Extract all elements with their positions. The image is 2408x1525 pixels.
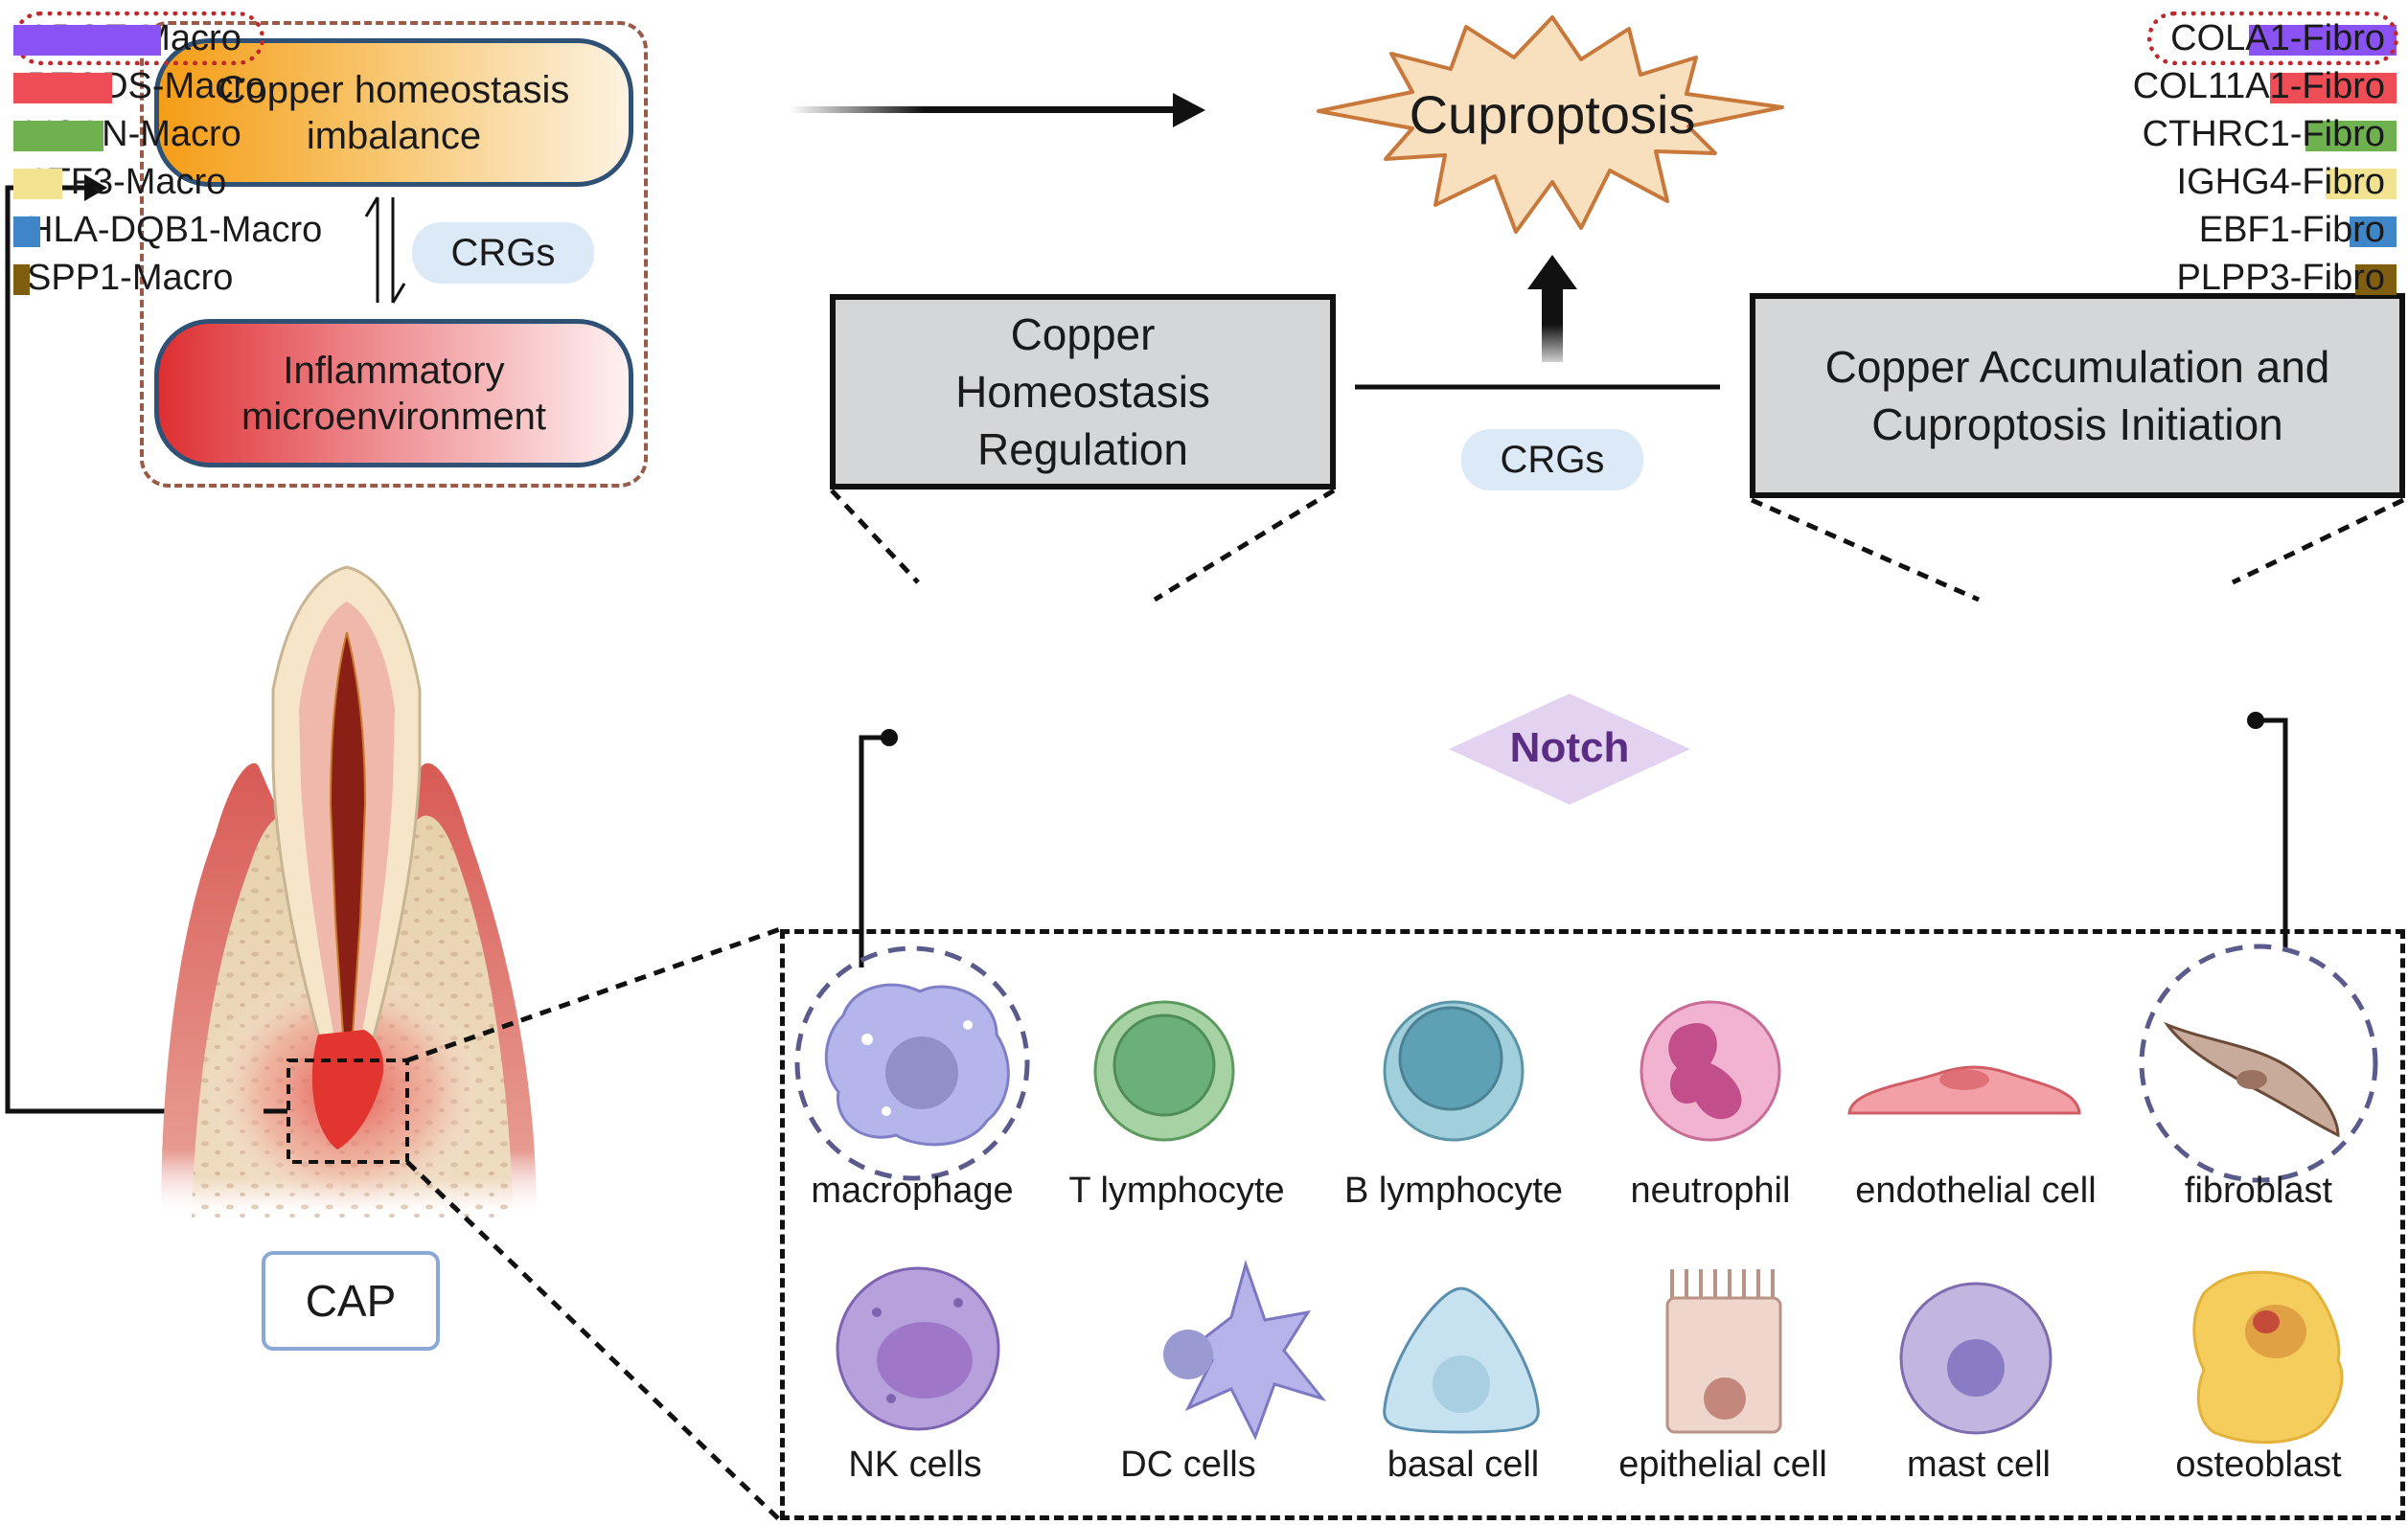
t-lymphocyte-icon — [1093, 1000, 1235, 1142]
inflammatory-label: Inflammatory microenvironment — [241, 349, 546, 438]
row1-cell-label: macrophage — [811, 1171, 1014, 1211]
row2-cell-label: DC cells — [1120, 1445, 1256, 1485]
endothelial-cell-icon — [1847, 1065, 2081, 1115]
macro-gene-bar — [2305, 121, 2397, 151]
crgs-tag-center: CRGs — [1461, 429, 1643, 490]
fibro-gene-label: COLA1-Fibro — [2170, 18, 2385, 58]
nk-cells-icon — [836, 1266, 1000, 1431]
macro-gene-label: SPP1-Macro — [27, 258, 234, 298]
fibro-gene-label: IGHG4-Fibro — [2176, 162, 2385, 202]
macro-gene-bar — [2270, 73, 2397, 103]
mast-cell-icon — [1899, 1282, 2053, 1435]
row2-cell-label: epithelial cell — [1618, 1445, 1827, 1485]
basal-cell-icon — [1383, 1286, 1540, 1434]
imbalance-group-frame — [140, 21, 648, 488]
crgs-tag-left: CRGs — [412, 222, 594, 284]
row2-cell-label: NK cells — [848, 1445, 982, 1485]
accumulation-initiation-label: Copper Accumulation and Cuproptosis Init… — [1824, 342, 2330, 449]
macro-gene-bar — [2350, 216, 2397, 247]
tooth-illustration — [161, 565, 537, 1218]
homeostasis-regulation-label: Copper Homeostasis Regulation — [955, 309, 1210, 474]
fibro-gene-label: PLPP3-Fibro — [2176, 258, 2385, 298]
row1-cell-label: B lymphocyte — [1343, 1171, 1564, 1211]
copper-imbalance-label: Copper homeostasis imbalance — [218, 68, 570, 157]
macro-gene-bar — [2355, 264, 2397, 295]
cuproptosis-label: Cuproptosis — [1409, 84, 1696, 145]
dc-cells-icon — [1163, 1259, 1327, 1441]
fibro-gene-bar — [13, 169, 62, 199]
macro-gene-bar — [2326, 169, 2397, 199]
fibro-gene-bar — [13, 73, 112, 103]
fibro-gene-label: EBF1-Fibro — [2198, 210, 2385, 250]
row1-cell-label: fibroblast — [2184, 1171, 2333, 1211]
accumulation-initiation-box: Copper Accumulation and Cuproptosis Init… — [1750, 293, 2405, 498]
fibro-highlight-oval — [2147, 11, 2398, 65]
row1-cell-label: T lymphocyte — [1068, 1171, 1285, 1211]
fibro-gene-label: COL11A1-Fibro — [2132, 66, 2385, 106]
notch-label: Notch — [1509, 724, 1630, 771]
macro-gene-list: APOE-MacroPTGDS-MacroVCAN-MacroATF3-Macr… — [0, 0, 2397, 323]
row1-cell-label: endothelial cell — [1855, 1171, 2097, 1211]
row2-cell-label: osteoblast — [2175, 1445, 2342, 1485]
fibro-gene-bar — [13, 25, 161, 56]
osteoblast-icon — [2192, 1270, 2344, 1445]
fibro-gene-bar — [13, 216, 40, 247]
cap-label: CAP — [262, 1251, 440, 1351]
row1-cell-label: neutrophil — [1630, 1171, 1791, 1211]
macro-gene-label: HLA-DQB1-Macro — [27, 210, 323, 250]
cuproptosis-burst — [1317, 15, 1784, 234]
fibro-gene-bar — [13, 121, 103, 151]
fibroblast-icon — [2139, 944, 2378, 1183]
inflammatory-node: Inflammatory microenvironment — [154, 319, 633, 467]
fibro-gene-bar — [13, 264, 30, 295]
notch-diamond — [1449, 694, 1690, 805]
cell-types-frame — [780, 929, 2405, 1520]
macrophage-icon — [794, 945, 1030, 1181]
row2-cell-label: basal cell — [1387, 1445, 1540, 1485]
fibro-gene-label: CTHRC1-Fibro — [2142, 114, 2385, 154]
neutrophil-icon — [1640, 1000, 1781, 1142]
epithelial-cell-icon — [1665, 1269, 1782, 1434]
row2-cell-label: mast cell — [1907, 1445, 2051, 1485]
homeostasis-regulation-box: Copper Homeostasis Regulation — [830, 294, 1336, 489]
b-lymphocyte-icon — [1383, 1000, 1525, 1142]
